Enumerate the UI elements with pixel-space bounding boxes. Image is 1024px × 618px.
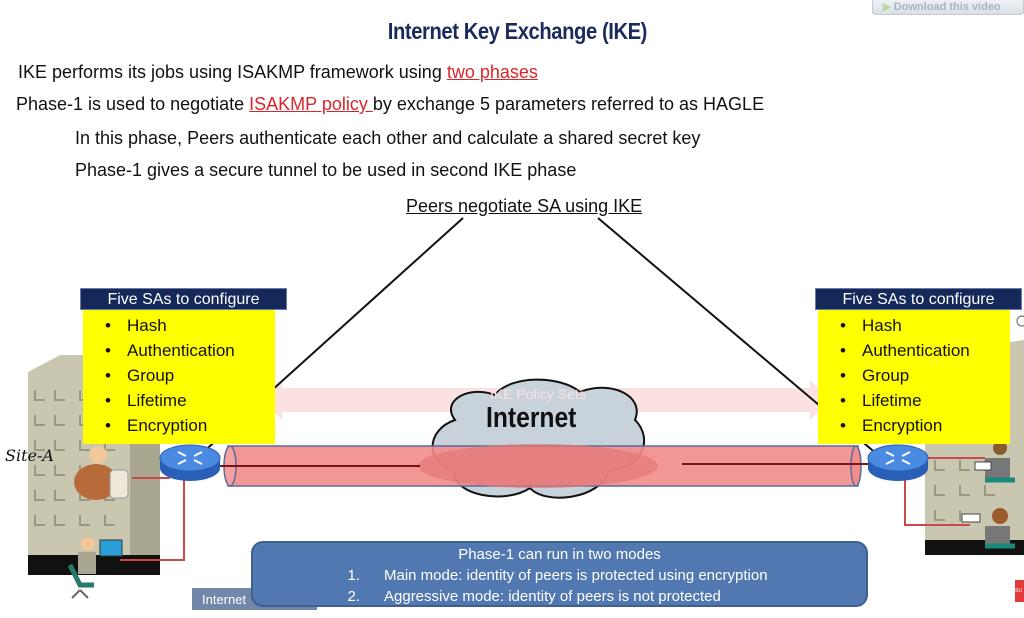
peers-negotiate-label: Peers negotiate SA using IKE — [406, 196, 643, 216]
phase1-modes-box: Phase-1 can run in two modes 1. Main mod… — [251, 541, 868, 607]
left-sa-header: Five SAs to configure — [80, 288, 287, 310]
internet-cloud-label: Internet — [486, 402, 577, 434]
left-sa-item: •Lifetime — [105, 391, 187, 410]
left-sa-list: •Hash •Authentication •Group •Lifetime •… — [83, 310, 275, 444]
bullet-line-1: IKE performs its jobs using ISAKMP frame… — [18, 62, 538, 83]
user-at-desk-icon — [74, 446, 129, 500]
mode-item: 1. Main mode: identity of peers is prote… — [347, 567, 768, 584]
two-phases-highlight: two phases — [446, 62, 538, 82]
router-left-icon — [159, 444, 221, 481]
play-icon: ▶ — [883, 1, 891, 13]
left-sa-item: •Group — [105, 366, 175, 385]
left-sa-item: •Encryption — [105, 416, 208, 435]
download-video-button[interactable]: ▶ Download this video — [872, 0, 1024, 15]
user-at-computer-icon — [67, 537, 123, 599]
modes-heading: Phase-1 can run in two modes — [458, 546, 661, 563]
left-sa-item: •Hash — [105, 316, 167, 335]
corner-logo: SU — [1015, 580, 1024, 602]
right-router-link-icon — [1016, 315, 1024, 327]
vpn-tunnel — [205, 444, 880, 488]
right-sa-item: •Encryption — [840, 416, 943, 435]
user-right-2-icon — [961, 508, 1015, 549]
user-right-1-icon — [974, 441, 1015, 483]
line-2-text: Phase-1 is used to negotiate — [16, 94, 250, 114]
router-right-icon — [867, 444, 929, 481]
line-2-rest: by exchange 5 parameters referred to as … — [372, 94, 765, 114]
slide-title: Internet Key Exchange (IKE) — [387, 18, 648, 44]
right-sa-item: •Hash — [840, 316, 902, 335]
left-sa-item: •Authentication — [105, 341, 235, 360]
sub-line-1: In this phase, Peers authenticate each o… — [75, 128, 701, 148]
right-sa-list: •Hash •Authentication •Group •Lifetime •… — [818, 310, 1010, 444]
lan-links — [120, 457, 985, 561]
download-label: Download this video — [893, 1, 1001, 13]
right-sa-header: Five SAs to configure — [815, 288, 1022, 310]
bullet-line-2: Phase-1 is used to negotiate ISAKMP poli… — [16, 94, 764, 115]
sub-line-2: Phase-1 gives a secure tunnel to be used… — [75, 160, 577, 180]
mode-item: 2. Aggressive mode: identity of peers is… — [347, 588, 721, 605]
line-1-text: IKE performs its jobs using ISAKMP frame… — [18, 62, 447, 82]
right-sa-item: •Lifetime — [840, 391, 922, 410]
right-sa-item: •Authentication — [840, 341, 970, 360]
right-sa-item: •Group — [840, 366, 910, 385]
ike-policy-label: IKE Policy Sets — [490, 386, 586, 402]
site-a-label: Site-A — [5, 446, 54, 465]
isakmp-policy-highlight: ISAKMP policy — [249, 94, 373, 114]
